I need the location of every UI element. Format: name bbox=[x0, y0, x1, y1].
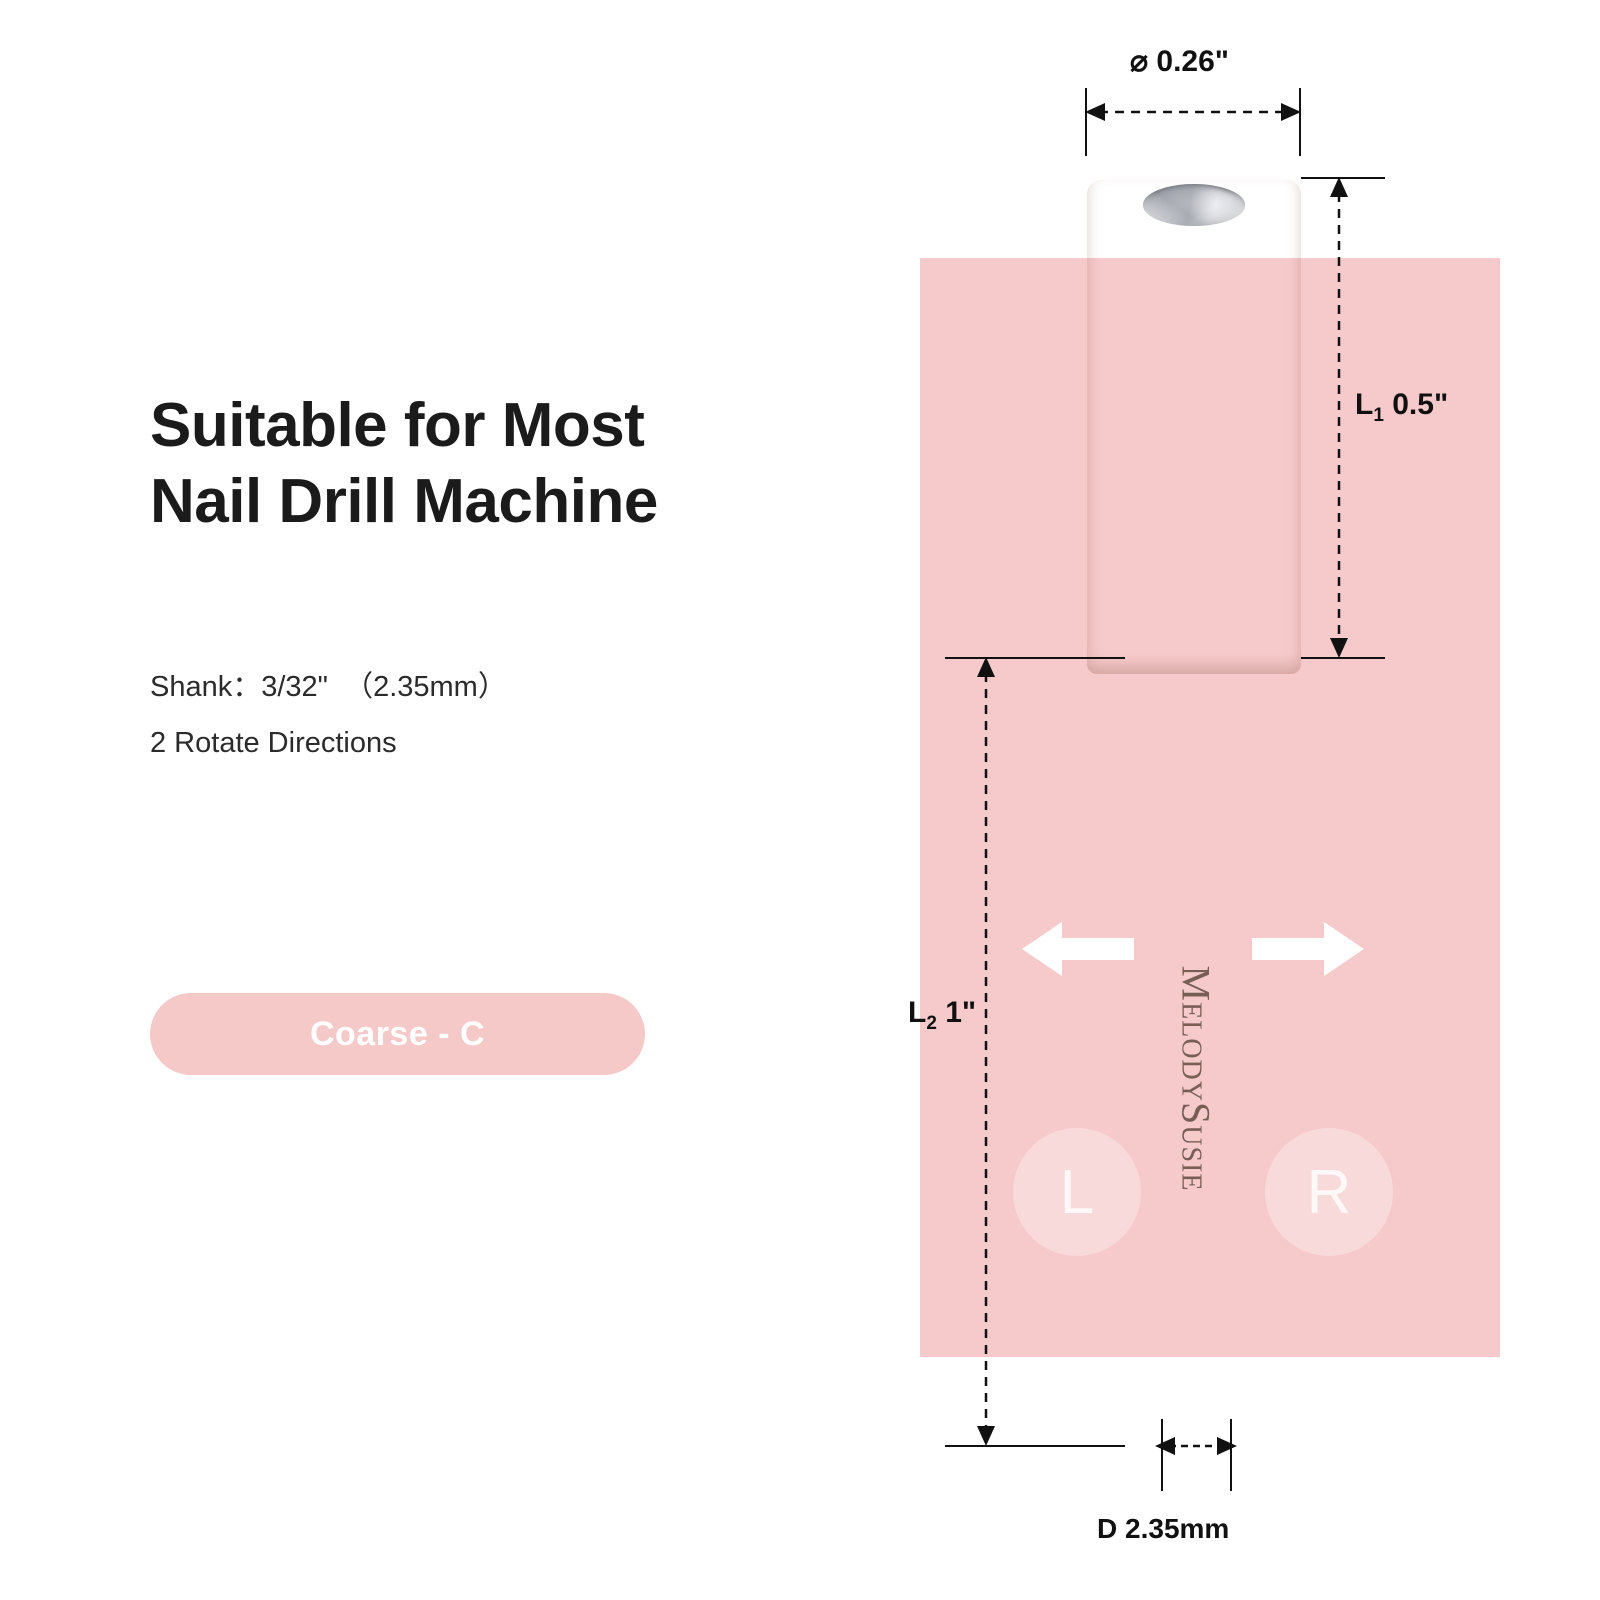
l1-subscript: 1 bbox=[1373, 405, 1384, 426]
diameter-symbol: ⌀ bbox=[1130, 45, 1149, 78]
diameter-value: 0.26" bbox=[1156, 45, 1230, 78]
d-label: D 2.35mm bbox=[1097, 1513, 1229, 1545]
l2-label: L2 1" bbox=[908, 996, 976, 1035]
spec-shank-size: Shank：3/32" （2.35mm） bbox=[150, 671, 507, 703]
l2-ext-line-bottom bbox=[945, 1445, 1125, 1447]
l2-ext-line-top bbox=[945, 657, 1125, 659]
l1-ext-line-top bbox=[1301, 177, 1385, 179]
l1-value: 0.5" bbox=[1392, 388, 1449, 421]
grit-badge: Coarse - C bbox=[150, 993, 645, 1075]
drill-bit-barrel bbox=[1087, 180, 1301, 674]
diagram-backdrop bbox=[920, 258, 1500, 1357]
d-ext-line-right bbox=[1230, 1419, 1232, 1491]
spec-rotate-directions: 2 Rotate Directions bbox=[150, 727, 397, 759]
rotation-badge-left-label: L bbox=[1059, 1157, 1095, 1227]
l2-name: L bbox=[908, 996, 927, 1029]
crystal-top bbox=[1142, 184, 1246, 226]
rotation-badge-right: R bbox=[1265, 1128, 1393, 1256]
rotate-left-arrow-icon bbox=[1022, 920, 1134, 978]
l1-ext-line-bottom bbox=[1301, 657, 1385, 659]
grit-badge-label: Coarse - C bbox=[309, 1014, 486, 1053]
rotation-badge-right-label: R bbox=[1306, 1157, 1352, 1227]
l2-subscript: 2 bbox=[926, 1013, 937, 1034]
l1-arrow bbox=[1327, 177, 1351, 658]
diameter-ext-line-left bbox=[1085, 88, 1087, 156]
d-ext-line-left bbox=[1161, 1419, 1163, 1491]
diameter-ext-line-right bbox=[1299, 88, 1301, 156]
l1-label: L1 0.5" bbox=[1355, 388, 1448, 427]
l2-value: 1" bbox=[945, 996, 977, 1029]
d-value: 2.35mm bbox=[1125, 1513, 1230, 1544]
drill-bit-shank bbox=[1163, 660, 1229, 1435]
d-arrow bbox=[1155, 1434, 1237, 1458]
crystal-facets bbox=[1142, 184, 1246, 226]
rotate-right-arrow-icon bbox=[1252, 920, 1364, 978]
diameter-arrow bbox=[1085, 100, 1301, 124]
rotation-badge-left: L bbox=[1013, 1128, 1141, 1256]
d-name: D bbox=[1097, 1513, 1118, 1544]
page-title: Suitable for Most Nail Drill Machine bbox=[150, 391, 658, 536]
l2-arrow bbox=[974, 657, 998, 1446]
diameter-label: ⌀ 0.26" bbox=[1130, 44, 1229, 79]
l1-name: L bbox=[1355, 388, 1374, 421]
